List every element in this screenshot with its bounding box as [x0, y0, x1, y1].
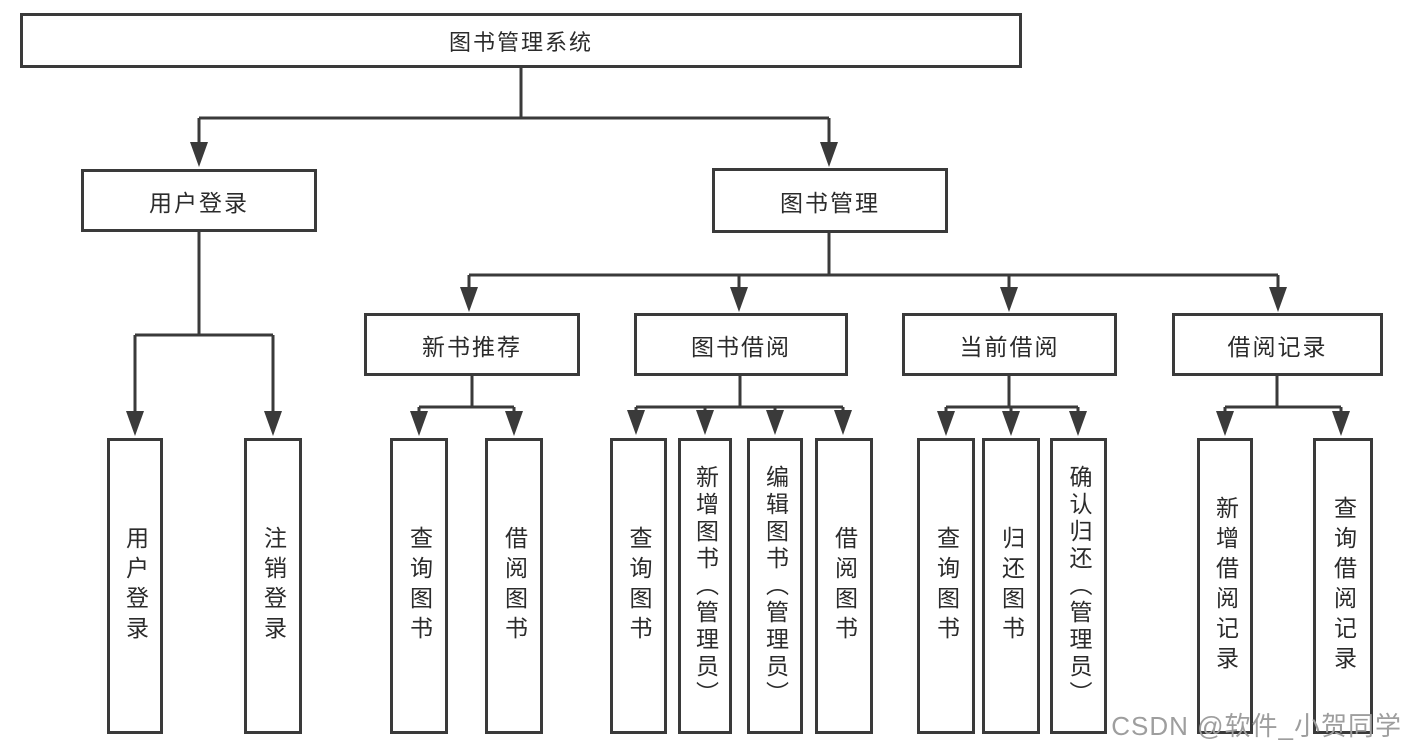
leaf-query-borrow-record-label: 查询借阅记录	[1330, 496, 1357, 676]
leaf-user-login: 用户登录	[107, 438, 163, 734]
leaf-borrow-books: 借阅图书	[815, 438, 873, 734]
leaf-borrow-books-recommend-label: 借阅图书	[501, 526, 528, 646]
leaf-return-book-label: 归还图书	[998, 526, 1025, 646]
node-book-borrow: 图书借阅	[634, 313, 848, 376]
leaf-add-borrow-record: 新增借阅记录	[1197, 438, 1253, 734]
leaf-return-book: 归还图书	[982, 438, 1040, 734]
leaf-borrow-books-label: 借阅图书	[831, 526, 858, 646]
leaf-confirm-return-admin-label: 确认归还（管理员）	[1066, 464, 1092, 708]
leaf-query-books-current-label: 查询图书	[933, 526, 960, 646]
node-current-borrow: 当前借阅	[902, 313, 1117, 376]
leaf-edit-book-admin-label: 编辑图书（管理员）	[762, 464, 789, 708]
leaf-edit-book-admin: 编辑图书（管理员）	[747, 438, 803, 734]
node-book-management: 图书管理	[712, 168, 948, 233]
leaf-query-books-borrow-label: 查询图书	[626, 526, 652, 646]
leaf-confirm-return-admin: 确认归还（管理员）	[1050, 438, 1107, 734]
leaf-add-book-admin-label: 新增图书（管理员）	[692, 464, 719, 708]
node-user-login: 用户登录	[81, 169, 317, 232]
arrowheads	[126, 142, 1350, 436]
leaf-add-book-admin: 新增图书（管理员）	[678, 438, 732, 734]
leaf-query-books-borrow: 查询图书	[610, 438, 667, 734]
leaf-query-books-recommend-label: 查询图书	[406, 526, 433, 646]
leaf-logout-login: 注销登录	[244, 438, 302, 734]
leaf-user-login-label: 用户登录	[122, 526, 149, 646]
leaf-query-borrow-record: 查询借阅记录	[1313, 438, 1373, 734]
leaf-borrow-books-recommend: 借阅图书	[485, 438, 543, 734]
leaf-query-books-recommend: 查询图书	[390, 438, 448, 734]
leaf-logout-login-label: 注销登录	[260, 526, 287, 646]
leaf-query-books-current: 查询图书	[917, 438, 975, 734]
node-borrow-records: 借阅记录	[1172, 313, 1383, 376]
node-new-book-recommend: 新书推荐	[364, 313, 580, 376]
node-root: 图书管理系统	[20, 13, 1022, 68]
watermark: CSDN @软件_小贺同学	[1111, 711, 1402, 741]
leaf-add-borrow-record-label: 新增借阅记录	[1212, 496, 1239, 676]
